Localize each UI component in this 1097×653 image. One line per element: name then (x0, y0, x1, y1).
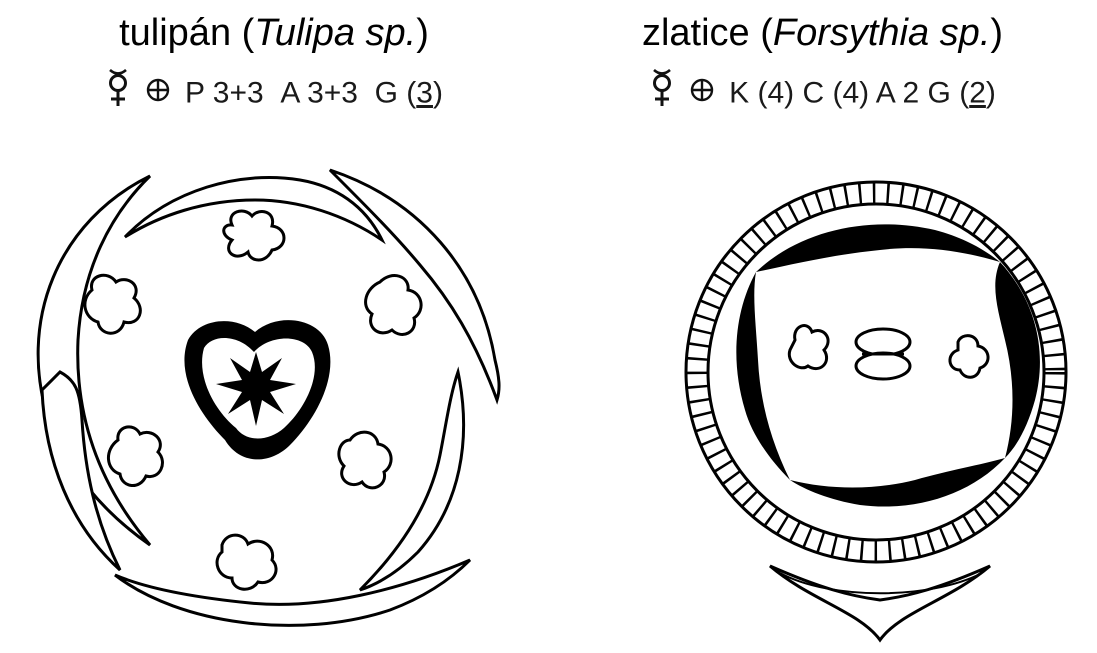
stamen (366, 276, 422, 335)
hermaphrodite-icon (649, 68, 675, 119)
stamen (108, 427, 162, 486)
stamen (224, 211, 284, 260)
forsythia-gynoecium-close: ) (986, 77, 996, 110)
hermaphrodite-icon (105, 68, 131, 119)
tulip-title: tulipán (Tulipa sp.) (0, 10, 548, 56)
forsythia-calyx-corolla-androecium-formula: K (4) C (4) A 2 (729, 77, 919, 110)
ovary-center (242, 372, 270, 400)
forsythia-panel: zlatice (Forsythia sp.) K (4) C (4) A 2 … (548, 0, 1097, 653)
corolla-petal-bottom (790, 458, 1005, 507)
tulip-gynoecium-open: G ( (375, 77, 417, 110)
actinomorphic-icon (689, 74, 715, 114)
forsythia-floral-formula: K (4) C (4) A 2 G (2) (548, 68, 1097, 119)
ovary (856, 329, 910, 379)
forsythia-common-name: zlatice ( (642, 12, 773, 54)
tulip-latin-name: Tulipa sp. (254, 12, 416, 54)
bract (770, 566, 990, 640)
tulip-common-name: tulipán ( (119, 12, 254, 54)
forsythia-gynoecium-count: 2 (969, 77, 986, 110)
tulip-gynoecium-close: ) (433, 77, 443, 110)
tulip-perianth-formula: P 3+3 (185, 77, 264, 110)
tulip-panel: tulipán (Tulipa sp.) P 3+3 A 3+3 G (3) (0, 0, 548, 653)
stamen (789, 326, 828, 369)
tulip-floral-diagram (0, 150, 548, 650)
tulip-androecium-formula: A 3+3 (280, 77, 358, 110)
forsythia-title: zlatice (Forsythia sp.) (548, 10, 1097, 56)
actinomorphic-icon (145, 74, 171, 114)
tulip-gynoecium-count: 3 (416, 77, 433, 110)
outer-tepal-bottom (115, 560, 470, 625)
forsythia-title-close: ) (990, 12, 1003, 54)
forsythia-latin-name: Forsythia sp. (773, 12, 991, 54)
forsythia-floral-diagram (548, 150, 1097, 650)
forsythia-gynoecium-open: G ( (928, 77, 970, 110)
tulip-floral-formula: P 3+3 A 3+3 G (3) (0, 68, 548, 119)
tulip-title-close: ) (416, 12, 429, 54)
inner-tepal-left (42, 372, 120, 570)
stamen (339, 432, 391, 488)
stamen (85, 275, 140, 333)
stamen (217, 535, 276, 589)
corolla-petal-top (756, 224, 1000, 272)
corolla-petal-left (736, 272, 790, 480)
stamen (950, 336, 988, 378)
